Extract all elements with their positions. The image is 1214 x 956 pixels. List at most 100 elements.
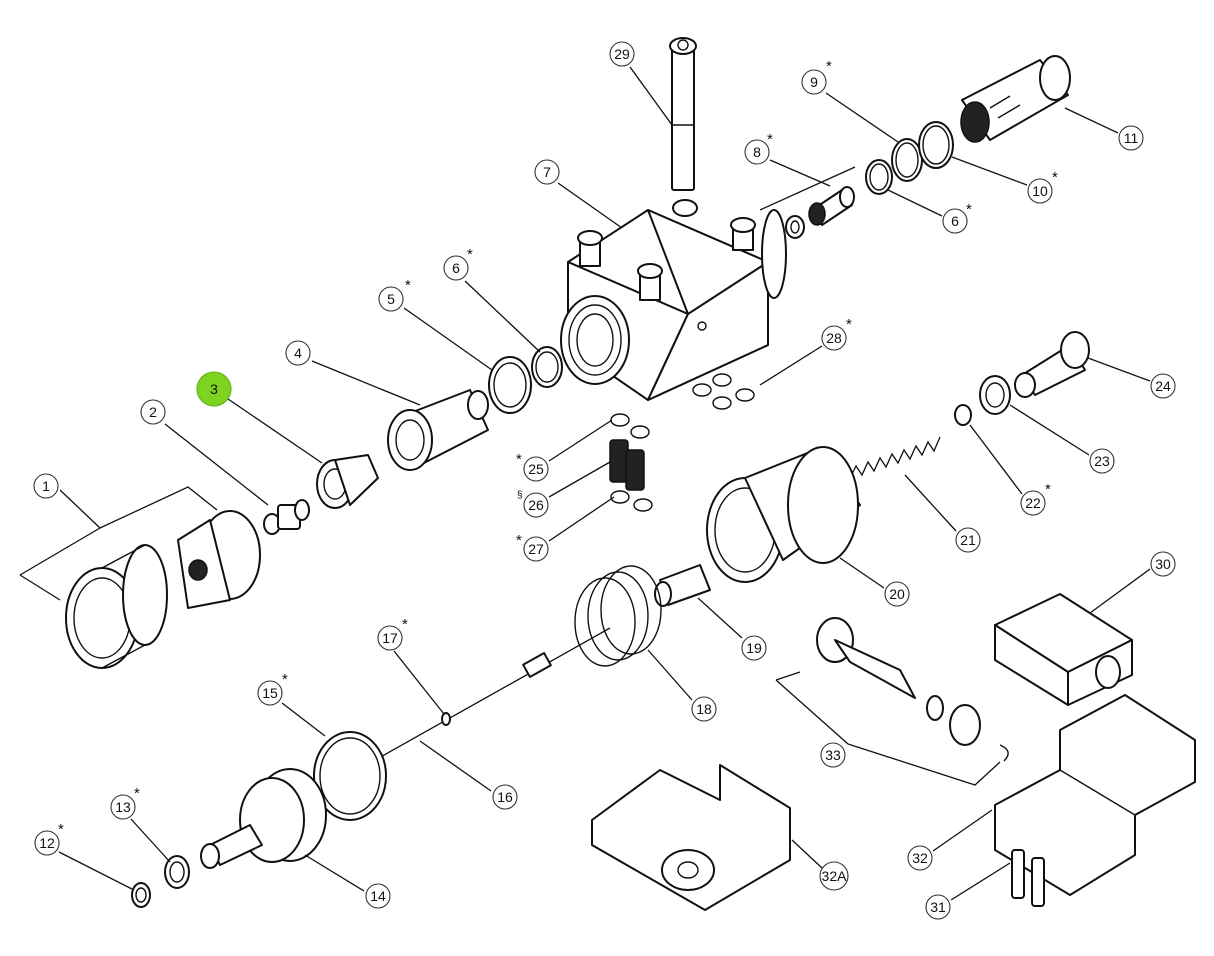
leader-2	[164, 423, 269, 506]
part-33-valve-assembly	[816, 617, 1009, 762]
callout-label-31: 31	[930, 899, 946, 915]
leader-14	[304, 854, 365, 892]
callout-label-15: 15	[262, 685, 278, 701]
callout-29[interactable]: 29	[609, 41, 635, 67]
callout-label-21: 21	[960, 532, 976, 548]
callout-circle-29	[609, 41, 635, 67]
leader-5	[403, 307, 493, 371]
bracket-33-left	[775, 679, 849, 745]
callout-mark-15: *	[282, 671, 288, 688]
callout-2[interactable]: 2	[140, 399, 166, 425]
part-28-orings	[692, 373, 755, 410]
callout-14[interactable]: 14	[365, 883, 391, 909]
callout-8[interactable]: 8*	[744, 131, 773, 165]
callout-label-17: 17	[382, 630, 398, 646]
leader-32A	[791, 839, 823, 869]
callout-label-12: 12	[39, 835, 55, 851]
callout-circle-16	[492, 784, 518, 810]
callout-label-32: 32	[912, 850, 928, 866]
callout-21[interactable]: 21	[955, 527, 981, 553]
callout-circle-8	[744, 139, 770, 165]
callout-12[interactable]: 12*	[34, 821, 64, 856]
callout-1[interactable]: 1	[33, 473, 59, 499]
callout-16[interactable]: 16	[492, 784, 518, 810]
callout-28[interactable]: 28*	[821, 316, 852, 351]
callout-label-20: 20	[889, 586, 905, 602]
callout-11[interactable]: 11	[1118, 125, 1144, 151]
part-29-long-bolt	[669, 37, 697, 191]
callout-label-3: 3	[210, 381, 218, 397]
callout-label-33: 33	[825, 747, 841, 763]
callout-23[interactable]: 23	[1089, 448, 1115, 474]
leader-22	[969, 424, 1023, 495]
callout-label-18: 18	[696, 701, 712, 717]
leader-32	[932, 809, 993, 852]
callout-5[interactable]: 5*	[378, 277, 411, 312]
callout-circle-13	[110, 794, 136, 820]
callout-3[interactable]: 3	[196, 371, 232, 407]
callout-circle-32	[907, 845, 933, 871]
callout-31[interactable]: 31	[925, 894, 951, 920]
callout-30[interactable]: 30	[1150, 551, 1176, 577]
callout-circle-25	[523, 456, 549, 482]
leader-30	[1089, 568, 1151, 614]
callout-20[interactable]: 20	[884, 581, 910, 607]
part-26-check-valves	[609, 439, 645, 491]
callout-22[interactable]: 22*	[1020, 481, 1051, 516]
callout-circle-4	[285, 340, 311, 366]
callout-32[interactable]: 32	[907, 845, 933, 871]
callout-label-1: 1	[42, 478, 50, 494]
callout-mark-27: *	[516, 532, 522, 549]
callout-circle-17	[377, 625, 403, 651]
part-13-washer	[164, 855, 190, 889]
callout-label-6a: 6	[452, 260, 460, 276]
leader-3	[227, 398, 323, 464]
part-21-spring	[849, 436, 941, 479]
callout-6b[interactable]: 6*	[942, 201, 972, 234]
callout-label-2: 2	[149, 404, 157, 420]
callout-label-30: 30	[1155, 556, 1171, 572]
callout-26[interactable]: 26§	[517, 490, 549, 518]
leader-21	[904, 474, 957, 532]
callout-7[interactable]: 7	[534, 159, 560, 185]
callout-25[interactable]: 25*	[516, 451, 549, 482]
callout-mark-8: *	[767, 131, 773, 148]
callout-label-19: 19	[746, 640, 762, 656]
callout-6a[interactable]: 6*	[443, 246, 473, 281]
callout-33[interactable]: 33	[820, 742, 846, 768]
leader-6a	[464, 280, 541, 353]
callout-label-14: 14	[370, 888, 386, 904]
callout-27[interactable]: 27*	[516, 532, 549, 562]
part-7-main-block	[560, 199, 787, 401]
callout-circle-11	[1118, 125, 1144, 151]
part-3-seat	[316, 454, 379, 509]
callout-19[interactable]: 19	[741, 635, 767, 661]
callout-label-25: 25	[528, 461, 544, 477]
part-10-oring	[918, 121, 954, 169]
callout-circle-24	[1150, 373, 1176, 399]
leader-27	[548, 496, 615, 542]
callout-18[interactable]: 18	[691, 696, 717, 722]
callout-10[interactable]: 10*	[1027, 169, 1058, 204]
callout-32A[interactable]: 32A	[819, 861, 849, 891]
part-4-seat-housing	[387, 389, 489, 471]
part-12-washer	[131, 882, 151, 908]
part-5-oring	[488, 356, 532, 414]
callout-4[interactable]: 4	[285, 340, 311, 366]
callout-13[interactable]: 13*	[110, 785, 140, 820]
callout-circle-21	[955, 527, 981, 553]
callout-9[interactable]: 9*	[801, 58, 832, 95]
callout-label-29: 29	[614, 46, 630, 62]
callout-circle-3	[196, 371, 232, 407]
callout-24[interactable]: 24	[1150, 373, 1176, 399]
leader-15	[281, 702, 326, 737]
leader-12	[58, 851, 133, 890]
part-9-oring	[891, 138, 923, 182]
callout-label-24: 24	[1155, 378, 1171, 394]
callout-label-9: 9	[810, 74, 818, 90]
callout-label-11: 11	[1124, 130, 1139, 146]
part-14-piston	[200, 768, 327, 869]
callout-17[interactable]: 17*	[377, 616, 408, 651]
callout-mark-26: §	[517, 490, 523, 501]
callout-15[interactable]: 15*	[257, 671, 288, 706]
